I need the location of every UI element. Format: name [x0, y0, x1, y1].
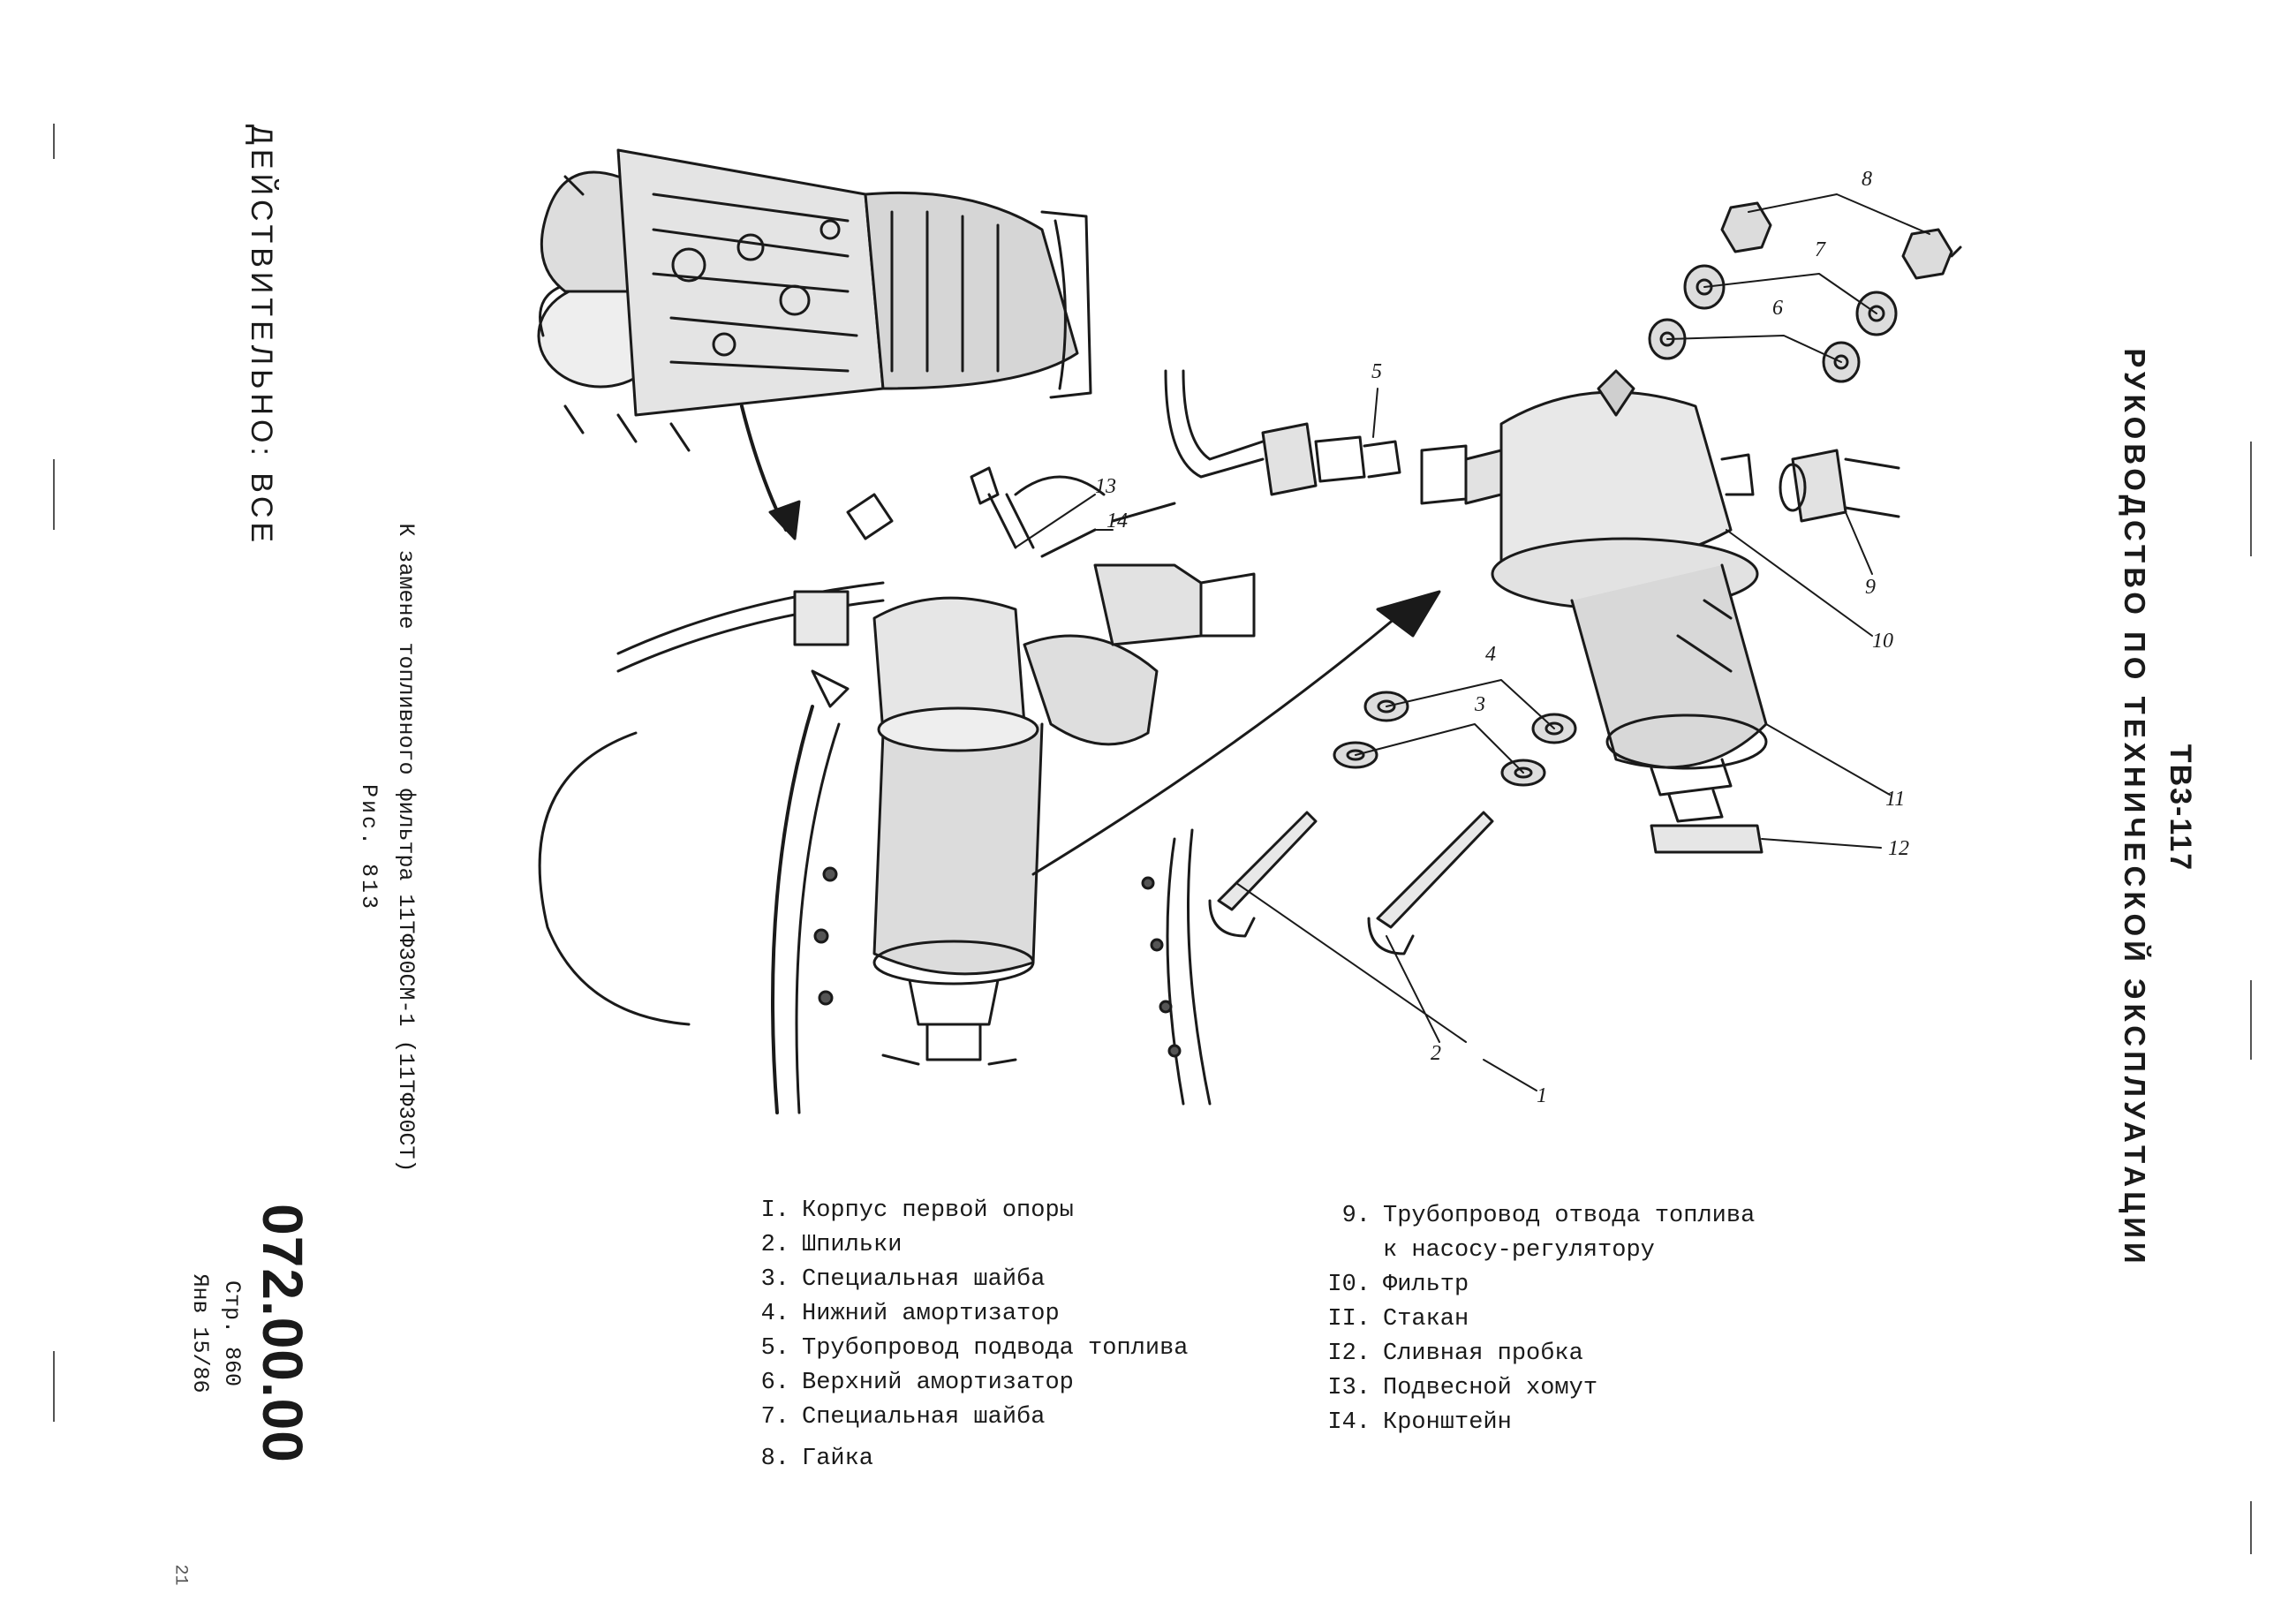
legend-item: I3.Подвесной хомут	[1327, 1375, 1598, 1401]
lower-washers	[1333, 691, 1577, 787]
legend-left: I.Корпус первой опоры 2.Шпильки 3.Специа…	[744, 1194, 1189, 1476]
legend-item: I.Корпус первой опоры	[760, 1197, 1074, 1224]
legend-item: 5.Трубопровод подвода топлива	[760, 1335, 1189, 1362]
callout-5: 5	[1371, 360, 1382, 383]
callout-9: 9	[1865, 576, 1876, 599]
callout-1: 1	[1537, 1084, 1547, 1107]
callout-11: 11	[1885, 788, 1905, 811]
legend-item: 6.Верхний амортизатор	[760, 1370, 1074, 1396]
callout-6: 6	[1772, 297, 1783, 320]
legend-item: II.Стакан	[1327, 1306, 1469, 1333]
scan-margin-mark	[2250, 1501, 2252, 1554]
callout-labels: 1 2 3 4 5 6 7 8 9 10 11 12 13 14	[1095, 168, 1909, 1107]
callout-13: 13	[1095, 475, 1116, 498]
callout-10: 10	[1872, 630, 1893, 653]
callout-8: 8	[1862, 168, 1872, 191]
callout-4: 4	[1485, 643, 1496, 666]
exploded-fuel-filter	[1420, 369, 1768, 854]
callout-14: 14	[1106, 510, 1128, 532]
installed-fuel-filter	[793, 466, 1256, 1066]
legend-item: 3.Специальная шайба	[760, 1266, 1046, 1293]
scan-margin-mark	[53, 1351, 55, 1422]
outlet-pipe	[1779, 449, 1900, 523]
pointer-arrow-2	[1031, 616, 1397, 876]
callout-2: 2	[1431, 1042, 1441, 1065]
legend-item: I2.Сливная пробка	[1327, 1340, 1583, 1367]
leader-lines	[1015, 193, 1930, 1091]
callout-7: 7	[1815, 238, 1826, 261]
legend-item: I4.Кронштейн	[1327, 1409, 1512, 1436]
engine-overview	[537, 148, 1092, 452]
legend-item: 7.Специальная шайба	[760, 1404, 1046, 1431]
legend-item: I0.Фильтр	[1327, 1272, 1469, 1298]
scan-margin-mark	[2250, 980, 2252, 1060]
scan-margin-mark	[53, 124, 55, 159]
scan-margin-mark	[53, 459, 55, 530]
studs	[1208, 811, 1494, 955]
legend-item: 4.Нижний амортизатор	[760, 1301, 1060, 1327]
stray-mark: 21	[170, 1564, 191, 1586]
callout-3: 3	[1474, 693, 1485, 716]
scan-margin-mark	[2250, 442, 2252, 556]
upper-hardware	[1648, 201, 1962, 383]
legend-item: 8.Гайка	[760, 1446, 874, 1472]
legend-item: 2.Шпильки	[760, 1232, 903, 1258]
inlet-pipe	[1164, 369, 1401, 496]
callout-12: 12	[1888, 837, 1909, 860]
